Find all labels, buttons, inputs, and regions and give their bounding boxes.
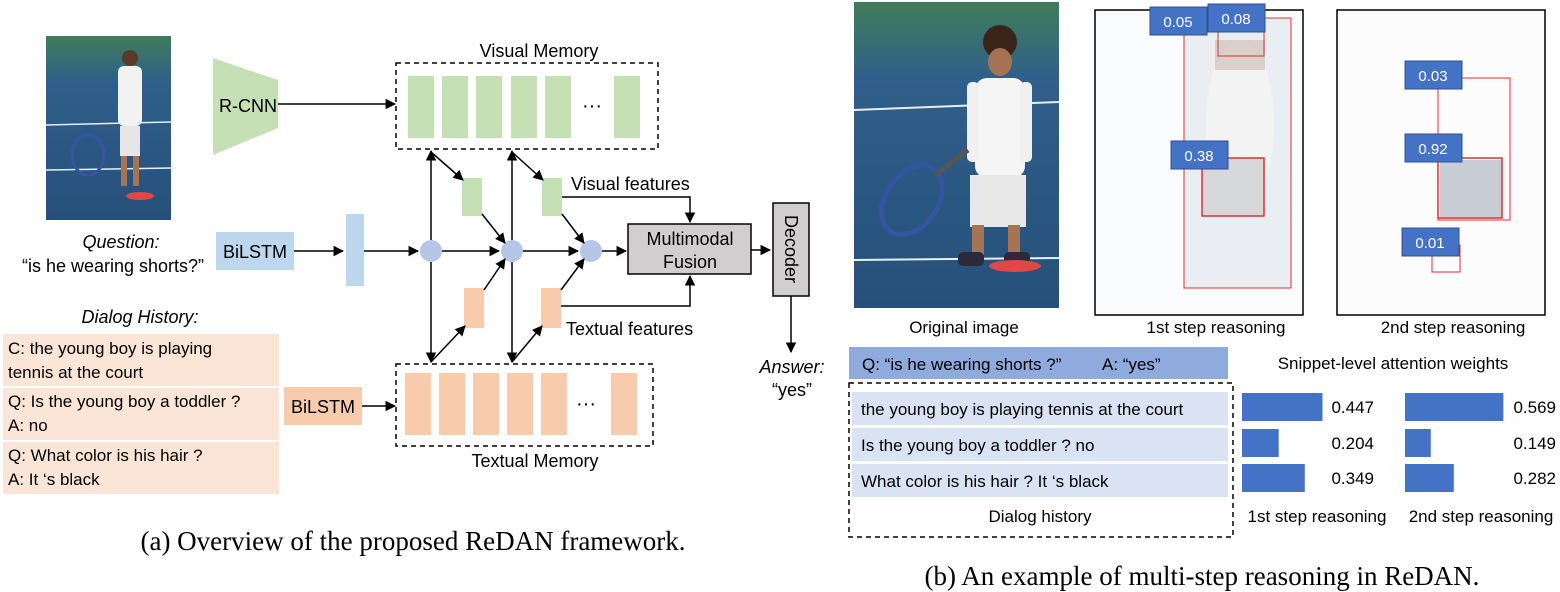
dialog-history-box: C: the young boy is playing tennis at th… [3,334,279,494]
visual-feature-1-to-node2-arrow [481,213,506,244]
bilstm-history-block: BiLSTM [284,387,362,425]
rcnn-block: R-CNN [213,58,278,155]
step2-attention-map: 0.03 0.92 0.01 [1336,9,1546,316]
qa-question: Q: “is he wearing shorts ?” [862,355,1062,374]
decoder-label: Decoder [781,215,801,283]
dialog-history-label: Dialog History: [81,307,198,327]
step2-weight-badge-2: 0.92 [1404,133,1463,163]
question-label: Question: [82,232,159,252]
multimodal-fusion-block: Multimodal Fusion [627,223,752,275]
step1-weight-badge-1: 0.05 [1149,6,1208,36]
textual-feature-1 [464,288,484,328]
input-photo-small [45,36,172,220]
dialog-history-caption: Dialog history [989,507,1092,526]
textual-features-label: Textual features [566,319,693,339]
reasoning-node-2 [501,240,523,262]
step2-chart-label: 2nd step reasoning [1409,507,1554,526]
step1-bar-value-3: 0.349 [1331,469,1374,488]
bilstm-history-label: BiLSTM [291,397,355,417]
step1-weight-1: 0.05 [1163,14,1192,31]
snippet-2: Is the young boy a toddler ? no [861,436,1094,455]
answer-text: “yes” [772,380,812,400]
step1-label: 1st step reasoning [1147,318,1286,337]
step1-weight-2: 0.08 [1221,11,1250,28]
step1-bar-2 [1242,429,1279,457]
caption-a: (a) Overview of the proposed ReDAN frame… [140,526,685,556]
rcnn-label: R-CNN [219,96,277,116]
step2-label: 2nd step reasoning [1381,318,1526,337]
textual-feature-1-to-node2-arrow [483,258,506,291]
bilstm-question-block: BiLSTM [216,232,294,270]
step2-weight-2: 0.92 [1418,141,1447,158]
step2-bar-1 [1405,393,1504,421]
fusion-label-line1: Multimodal [646,229,733,249]
visual-memory-ellipsis: ··· [582,95,602,117]
textual-feature-2-to-node3-arrow [560,258,585,291]
visual-memory-to-visual-feature-2-arrow [511,151,544,181]
visual-memory-label: Visual Memory [480,41,599,61]
history-c-line1: C: the young boy is playing [8,339,212,358]
step2-bar-value-1: 0.569 [1513,398,1556,417]
history-q2-line1: Q: What color is his hair ? [8,446,203,465]
visual-feature-1 [462,178,482,216]
question-vector [346,214,364,286]
step1-attention-map: 0.05 0.08 0.38 [1094,3,1304,316]
textual-feature-2 [541,288,561,328]
history-c-line2: tennis at the court [8,363,143,382]
snippet-3: What color is his hair ? It ‘s black [861,472,1109,491]
step2-bar-value-3: 0.282 [1513,469,1556,488]
step1-weight-badge-2: 0.08 [1207,3,1266,33]
step1-bar-1 [1242,393,1323,421]
history-q2-line2: A: It ‘s black [8,470,100,489]
fusion-label-line2: Fusion [663,252,717,272]
step1-bar-chart: 0.447 0.204 0.349 [1242,393,1374,492]
textual-memory-ellipsis: ··· [576,393,596,415]
original-image-label: Original image [909,318,1019,337]
visual-feature-2 [542,178,562,216]
step2-weight-3: 0.01 [1415,235,1444,252]
step2-weight-1: 0.03 [1418,68,1447,85]
visual-features-to-fusion-arrow [562,196,696,224]
textual-memory-to-textual-feature-2-arrow [511,325,543,363]
step1-weight-3: 0.38 [1184,148,1213,165]
step2-bar-value-2: 0.149 [1513,434,1556,453]
step1-bar-3 [1242,464,1305,492]
qa-bar: Q: “is he wearing shorts ?” A: “yes” [849,347,1228,379]
visual-memory-to-visual-feature-1-arrow [430,151,464,181]
textual-features-to-fusion-arrow [561,274,696,307]
snippet-row-1 [852,392,1228,425]
snippet-attention-title: Snippet-level attention weights [1278,354,1509,373]
reasoning-node-3 [580,240,602,262]
snippet-1: the young boy is playing tennis at the c… [861,400,1184,419]
snippet-box: the young boy is playing tennis at the c… [848,382,1234,538]
bilstm-question-label: BiLSTM [223,242,287,262]
snippet-row-3 [852,464,1228,497]
step2-weight-badge-1: 0.03 [1404,60,1463,90]
answer-label: Answer: [758,357,824,377]
step2-bar-2 [1405,429,1431,457]
visual-feature-2-to-node3-arrow [561,213,585,244]
qa-answer: A: “yes” [1102,355,1161,374]
visual-memory-box: ··· [395,62,659,150]
step1-bar-value-2: 0.204 [1331,434,1374,453]
question-text: “is he wearing shorts?” [22,256,204,276]
step1-weight-badge-3: 0.38 [1170,140,1229,170]
step2-bar-chart: 0.569 0.149 0.282 [1405,393,1556,492]
history-q1-line1: Q: Is the young boy a toddler ? [8,392,240,411]
step1-bar-value-1: 0.447 [1331,398,1374,417]
step2-weight-badge-3: 0.01 [1401,227,1460,257]
step2-bar-3 [1405,464,1454,492]
textual-memory-box: ··· [395,363,654,447]
visual-features-label: Visual features [571,174,690,194]
textual-memory-to-textual-feature-1-arrow [430,325,466,363]
snippet-row-2 [852,428,1228,461]
caption-b: (b) An example of multi-step reasoning i… [925,561,1480,591]
textual-memory-label: Textual Memory [471,451,598,471]
reasoning-node-1 [420,240,442,262]
original-image [853,2,1060,308]
history-q1-line2: A: no [8,416,48,435]
decoder-block: Decoder [772,202,810,297]
step1-chart-label: 1st step reasoning [1248,507,1387,526]
